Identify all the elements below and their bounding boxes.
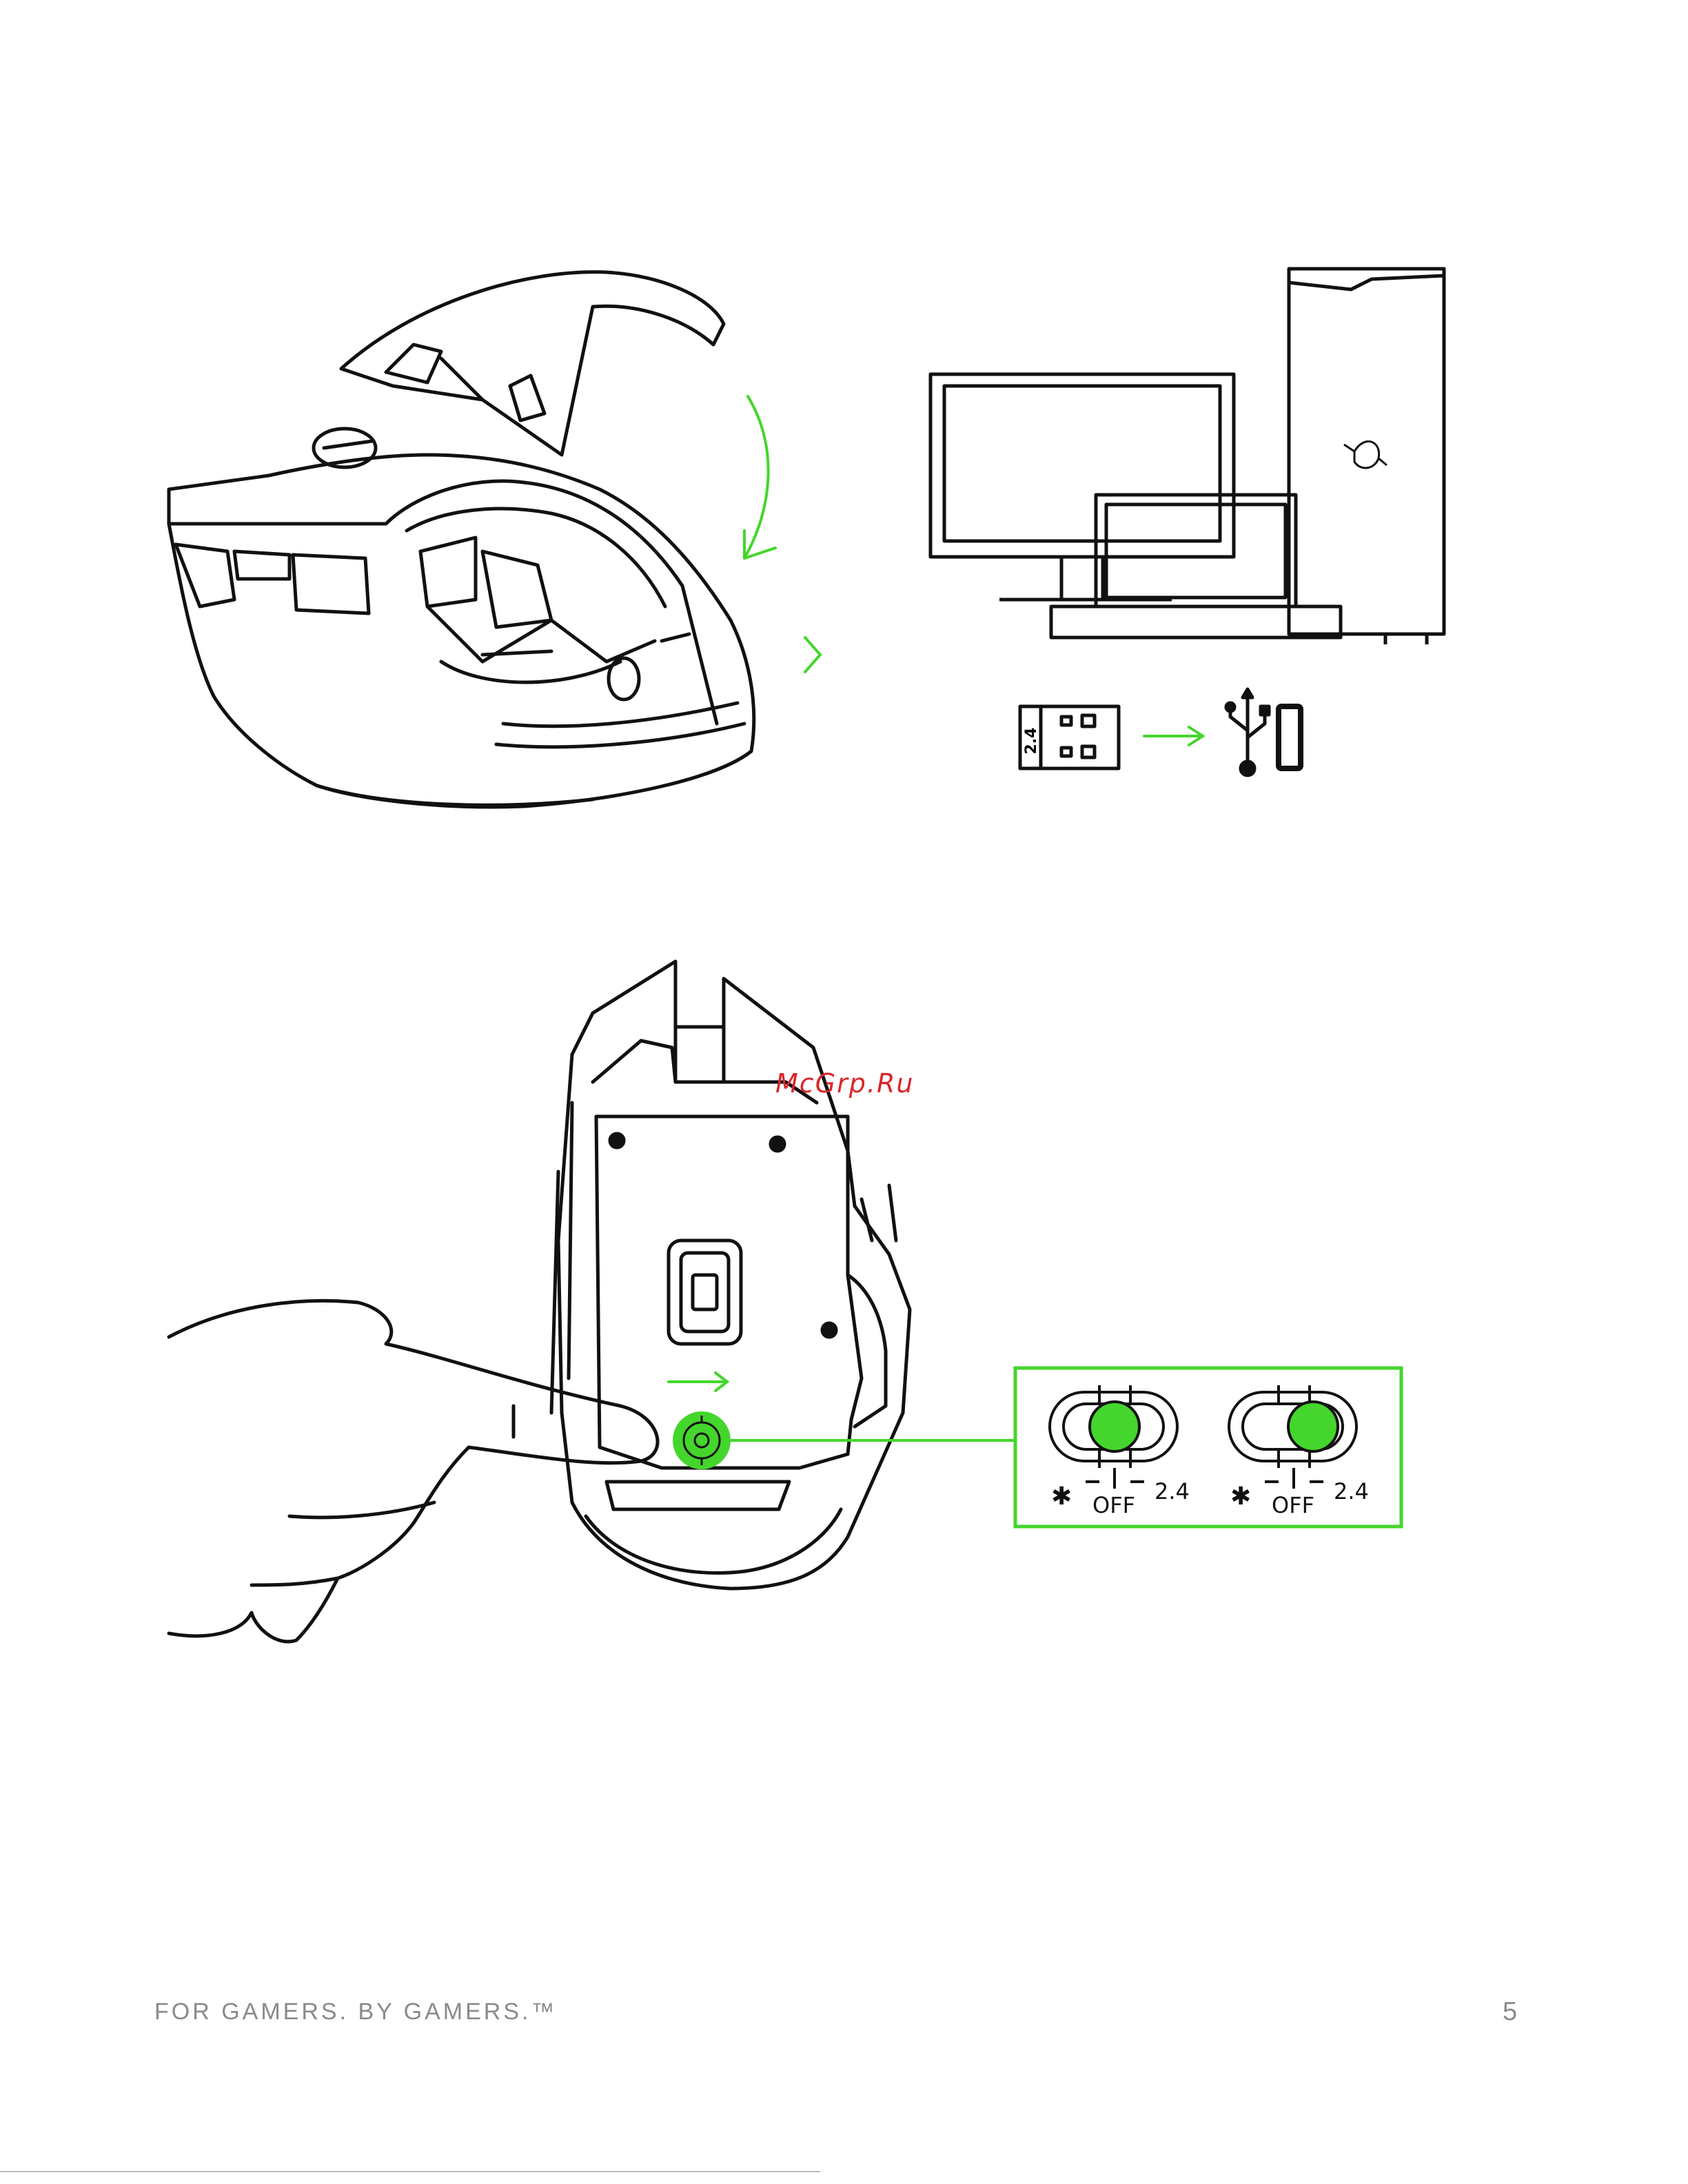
page-number: 5 [1503,1997,1517,2027]
switch-left-bt-icon: ✱ [1051,1482,1072,1511]
switch-right-rf-label: 2.4 [1334,1478,1369,1504]
bottom-divider [0,2171,820,2172]
switch-right-bt-icon: ✱ [1230,1482,1251,1511]
switch-position-left [1050,1385,1177,1489]
footer-tagline: FOR GAMERS. BY GAMERS.™ [154,1999,557,2025]
watermark: McGrp.Ru [775,1068,914,1099]
switch-right-off-label: OFF [1272,1492,1314,1518]
switch-left-rf-label: 2.4 [1155,1478,1190,1504]
switch-left-off-label: OFF [1092,1492,1135,1518]
switch-position-right [1229,1385,1356,1489]
finger [169,1300,658,1642]
